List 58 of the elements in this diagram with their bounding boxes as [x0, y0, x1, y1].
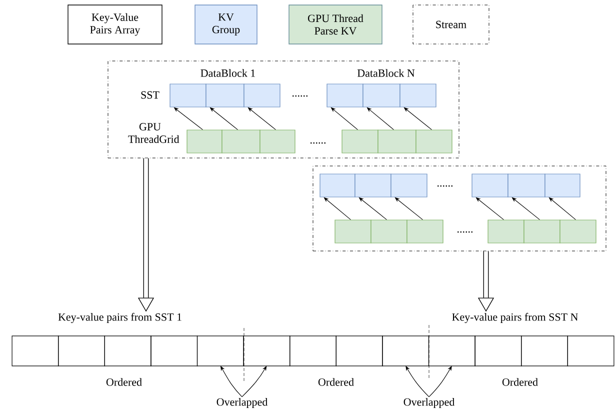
- thread-cell: [334, 220, 372, 244]
- thread-cell: [342, 130, 378, 154]
- kv-group-cell: [244, 84, 280, 108]
- segment-label: Ordered: [106, 378, 142, 386]
- array-cell: [104, 336, 152, 366]
- thread-cell: [378, 130, 416, 154]
- array-cell: [196, 336, 244, 366]
- thread-cell: [370, 220, 408, 244]
- kv-group-cell: [354, 174, 392, 198]
- thread-cell: [260, 130, 296, 154]
- ellipsis: ......: [437, 185, 453, 187]
- kv-group-cell: [320, 174, 356, 198]
- segment-label: Ordered: [502, 378, 538, 386]
- legend-text: Key-Value Pairs Array: [90, 13, 140, 36]
- row-label: SST: [141, 91, 160, 99]
- array-cell: [336, 336, 383, 366]
- array-cell: [521, 336, 568, 366]
- array-cell: [428, 336, 476, 366]
- legend-text: KV Group: [212, 13, 240, 36]
- ellipsis: ......: [310, 142, 326, 144]
- kv-group-cell: [472, 174, 508, 198]
- stream-box: [108, 60, 460, 158]
- array-cell: [382, 336, 430, 366]
- array-cell: [567, 336, 614, 366]
- kv-group-cell: [206, 84, 244, 108]
- kv-group-cell: [400, 84, 436, 108]
- thread-cell: [488, 220, 524, 244]
- kv-group-cell: [362, 84, 400, 108]
- node-label: Key-value pairs from SST N: [452, 312, 578, 324]
- array-cell: [243, 336, 290, 366]
- segment-label: Ordered: [318, 378, 354, 386]
- kv-group-cell: [544, 174, 580, 198]
- thread-cell: [222, 130, 260, 154]
- thread-cell: [406, 220, 444, 244]
- kv-group-cell: [326, 84, 364, 108]
- thread-cell: [186, 130, 222, 154]
- kv-group-cell: [390, 174, 428, 198]
- kv-group-cell: [170, 84, 206, 108]
- kv-group-cell: [508, 174, 546, 198]
- array-cell: [290, 336, 336, 366]
- stream-box: [312, 166, 606, 252]
- node-label: Key-value pairs from SST 1: [58, 312, 182, 324]
- node-label: Overlapped: [216, 398, 268, 408]
- array-cell: [12, 336, 59, 366]
- array-cell: [474, 336, 522, 366]
- block-heading: DataBlock 1: [200, 69, 255, 77]
- thread-cell: [560, 220, 596, 244]
- node-label: Overlapped: [404, 398, 455, 408]
- ellipsis: ......: [457, 231, 473, 233]
- legend-text: GPU Thread Parse KV: [308, 14, 364, 35]
- block-heading: DataBlock N: [357, 69, 415, 77]
- ellipsis: ......: [292, 95, 308, 97]
- array-cell: [58, 336, 105, 366]
- thread-cell: [416, 130, 452, 154]
- thread-cell: [524, 220, 560, 244]
- legend-text: Stream: [436, 20, 466, 28]
- array-cell: [150, 336, 198, 366]
- row-label: GPU ThreadGrid: [128, 123, 180, 143]
